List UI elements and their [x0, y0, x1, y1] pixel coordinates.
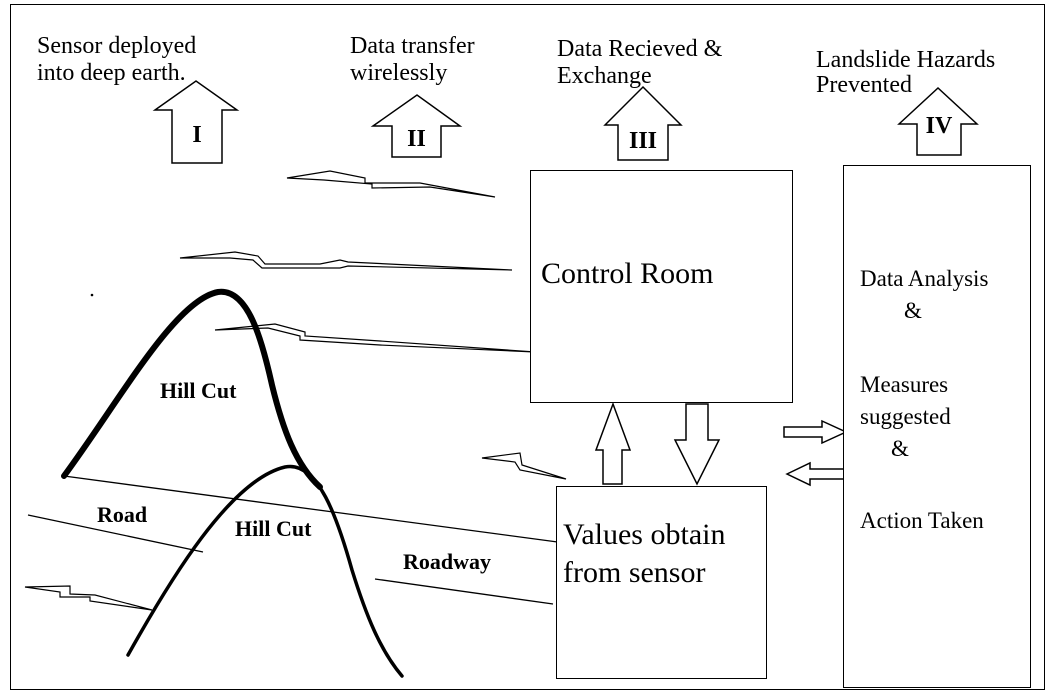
diagram-frame	[10, 4, 1045, 690]
step-3-caption-line-2: Exchange	[557, 63, 652, 89]
road-line-2	[27, 514, 204, 553]
signal-2	[179, 251, 513, 271]
step-3-caption-line-1: Data Recieved &	[557, 36, 723, 62]
step-3-arrow	[603, 85, 683, 161]
values-line-1: Values obtain	[563, 518, 726, 551]
analysis-line-2: Measures	[860, 372, 949, 397]
road-line-1	[63, 475, 566, 544]
road-line-3	[374, 578, 554, 605]
step-4-caption-line-2: Prevented	[816, 72, 912, 98]
control-room-label: Control Room	[541, 257, 714, 290]
step-1-caption-line-2: into deep earth.	[37, 60, 186, 86]
analysis-ampersand-2: &	[891, 436, 909, 461]
upper-hill-cut	[61, 288, 323, 490]
analysis-ampersand-1: &	[904, 298, 922, 323]
signal-1	[286, 170, 496, 198]
arrow-to-analysis	[783, 419, 848, 445]
lower-hill-cut	[126, 464, 404, 678]
step-2-caption-line-1: Data transfer	[350, 33, 475, 59]
signal-5	[24, 585, 153, 611]
step-2-numeral: II	[407, 126, 426, 152]
control-room-box: Control Room	[530, 170, 793, 403]
analysis-line-1: Data Analysis	[860, 266, 989, 291]
arrow-from-analysis	[785, 461, 848, 487]
analysis-box: Data Analysis & Measures suggested & Act…	[843, 165, 1031, 688]
road-label: Road	[97, 502, 148, 527]
roadway-label: Roadway	[403, 549, 492, 574]
analysis-line-4: Action Taken	[860, 508, 984, 533]
step-1-numeral: I	[192, 122, 202, 148]
values-box: Values obtain from sensor	[556, 486, 767, 679]
hill-cut-upper-label: Hill Cut	[160, 378, 237, 403]
step-4-numeral: IV	[925, 113, 953, 139]
step-3-numeral: III	[628, 128, 658, 154]
analysis-line-3: suggested	[860, 404, 951, 429]
step-2-caption-line-2: wirelessly	[350, 60, 448, 86]
arrow-control-to-values	[673, 403, 721, 486]
arrow-values-to-control	[594, 401, 632, 485]
step-4-caption-line-1: Landslide Hazards	[816, 47, 996, 73]
values-line-2: from sensor	[563, 556, 706, 589]
signal-4	[481, 452, 567, 480]
step-1-arrow	[152, 80, 240, 164]
step-1-caption-line-1: Sensor deployed	[37, 33, 197, 59]
step-2-arrow	[370, 94, 463, 158]
stray-dot	[90, 293, 94, 297]
wireless-signals	[24, 170, 567, 611]
step-4-arrow	[897, 86, 979, 156]
hill-cut-lower-label: Hill Cut	[235, 516, 312, 541]
